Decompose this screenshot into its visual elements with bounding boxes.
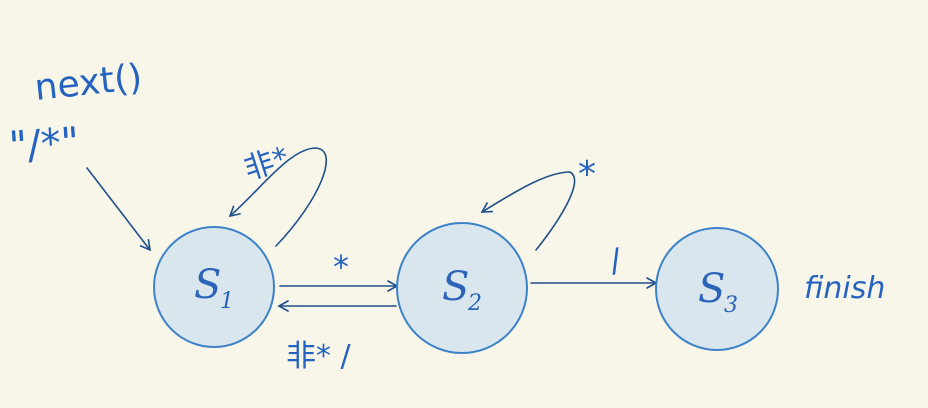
entry-arrow <box>86 167 152 252</box>
final-state-label: finish <box>804 271 885 306</box>
s1-self-loop-arrow <box>228 147 327 247</box>
entry-call-label: next() <box>33 57 145 109</box>
state-s2: S 2 <box>396 222 528 354</box>
state-s2-letter: S <box>442 264 469 310</box>
state-s3-letter: S <box>698 266 725 312</box>
s2-to-s1-label: 非* / <box>286 339 352 374</box>
state-s3-subscript: 3 <box>724 293 738 318</box>
s1-self-loop-label: 非* <box>240 140 294 187</box>
state-s1-subscript: 1 <box>220 289 234 314</box>
entry-chars-label: "/*" <box>7 119 80 170</box>
s2-to-s3-label: / <box>607 241 624 280</box>
state-s2-subscript: 2 <box>467 291 482 316</box>
state-s1-letter: S <box>194 262 221 308</box>
s2-self-loop-label: * <box>578 154 596 195</box>
s1-to-s2-label: * <box>333 248 349 286</box>
state-s1: S 1 <box>153 226 275 348</box>
s2-self-loop-arrow <box>480 171 576 251</box>
state-s3: S 3 <box>655 227 779 351</box>
